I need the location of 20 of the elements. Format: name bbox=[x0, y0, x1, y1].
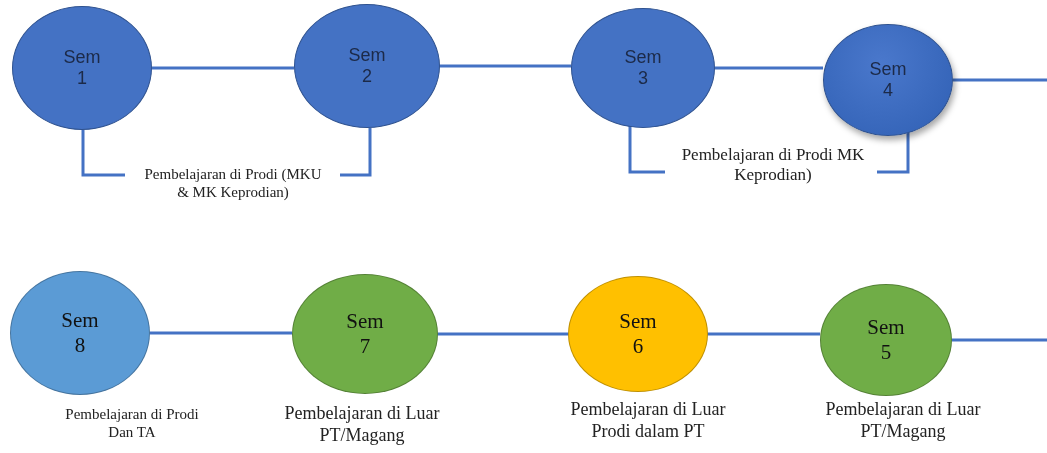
node-label: Pembelajaran di Prodi Dan TA bbox=[64, 405, 200, 441]
semester-label: Sem 6 bbox=[618, 308, 658, 360]
connector-line bbox=[440, 64, 571, 68]
semester-label: Sem 1 bbox=[62, 47, 102, 89]
connector-line bbox=[708, 332, 820, 336]
node-label: Pembelajaran di Luar PT/Magang bbox=[824, 399, 982, 443]
semester-label: Sem 4 bbox=[868, 59, 908, 101]
connector-line bbox=[438, 332, 568, 336]
connector-line bbox=[150, 331, 292, 335]
node-label: Pembelajaran di Luar PT/Magang bbox=[283, 403, 441, 447]
semester-label: Sem 2 bbox=[347, 45, 387, 87]
semester-label: Sem 7 bbox=[345, 308, 385, 360]
connector-line bbox=[715, 66, 823, 70]
semester-label: Sem 5 bbox=[866, 314, 906, 366]
connector-line bbox=[152, 66, 294, 70]
semester-label: Sem 3 bbox=[623, 47, 663, 89]
node-label: Pembelajaran di Luar Prodi dalam PT bbox=[569, 399, 727, 443]
semester-label: Sem 8 bbox=[60, 307, 100, 359]
connector-line bbox=[953, 78, 1047, 82]
connector-line bbox=[952, 338, 1047, 342]
